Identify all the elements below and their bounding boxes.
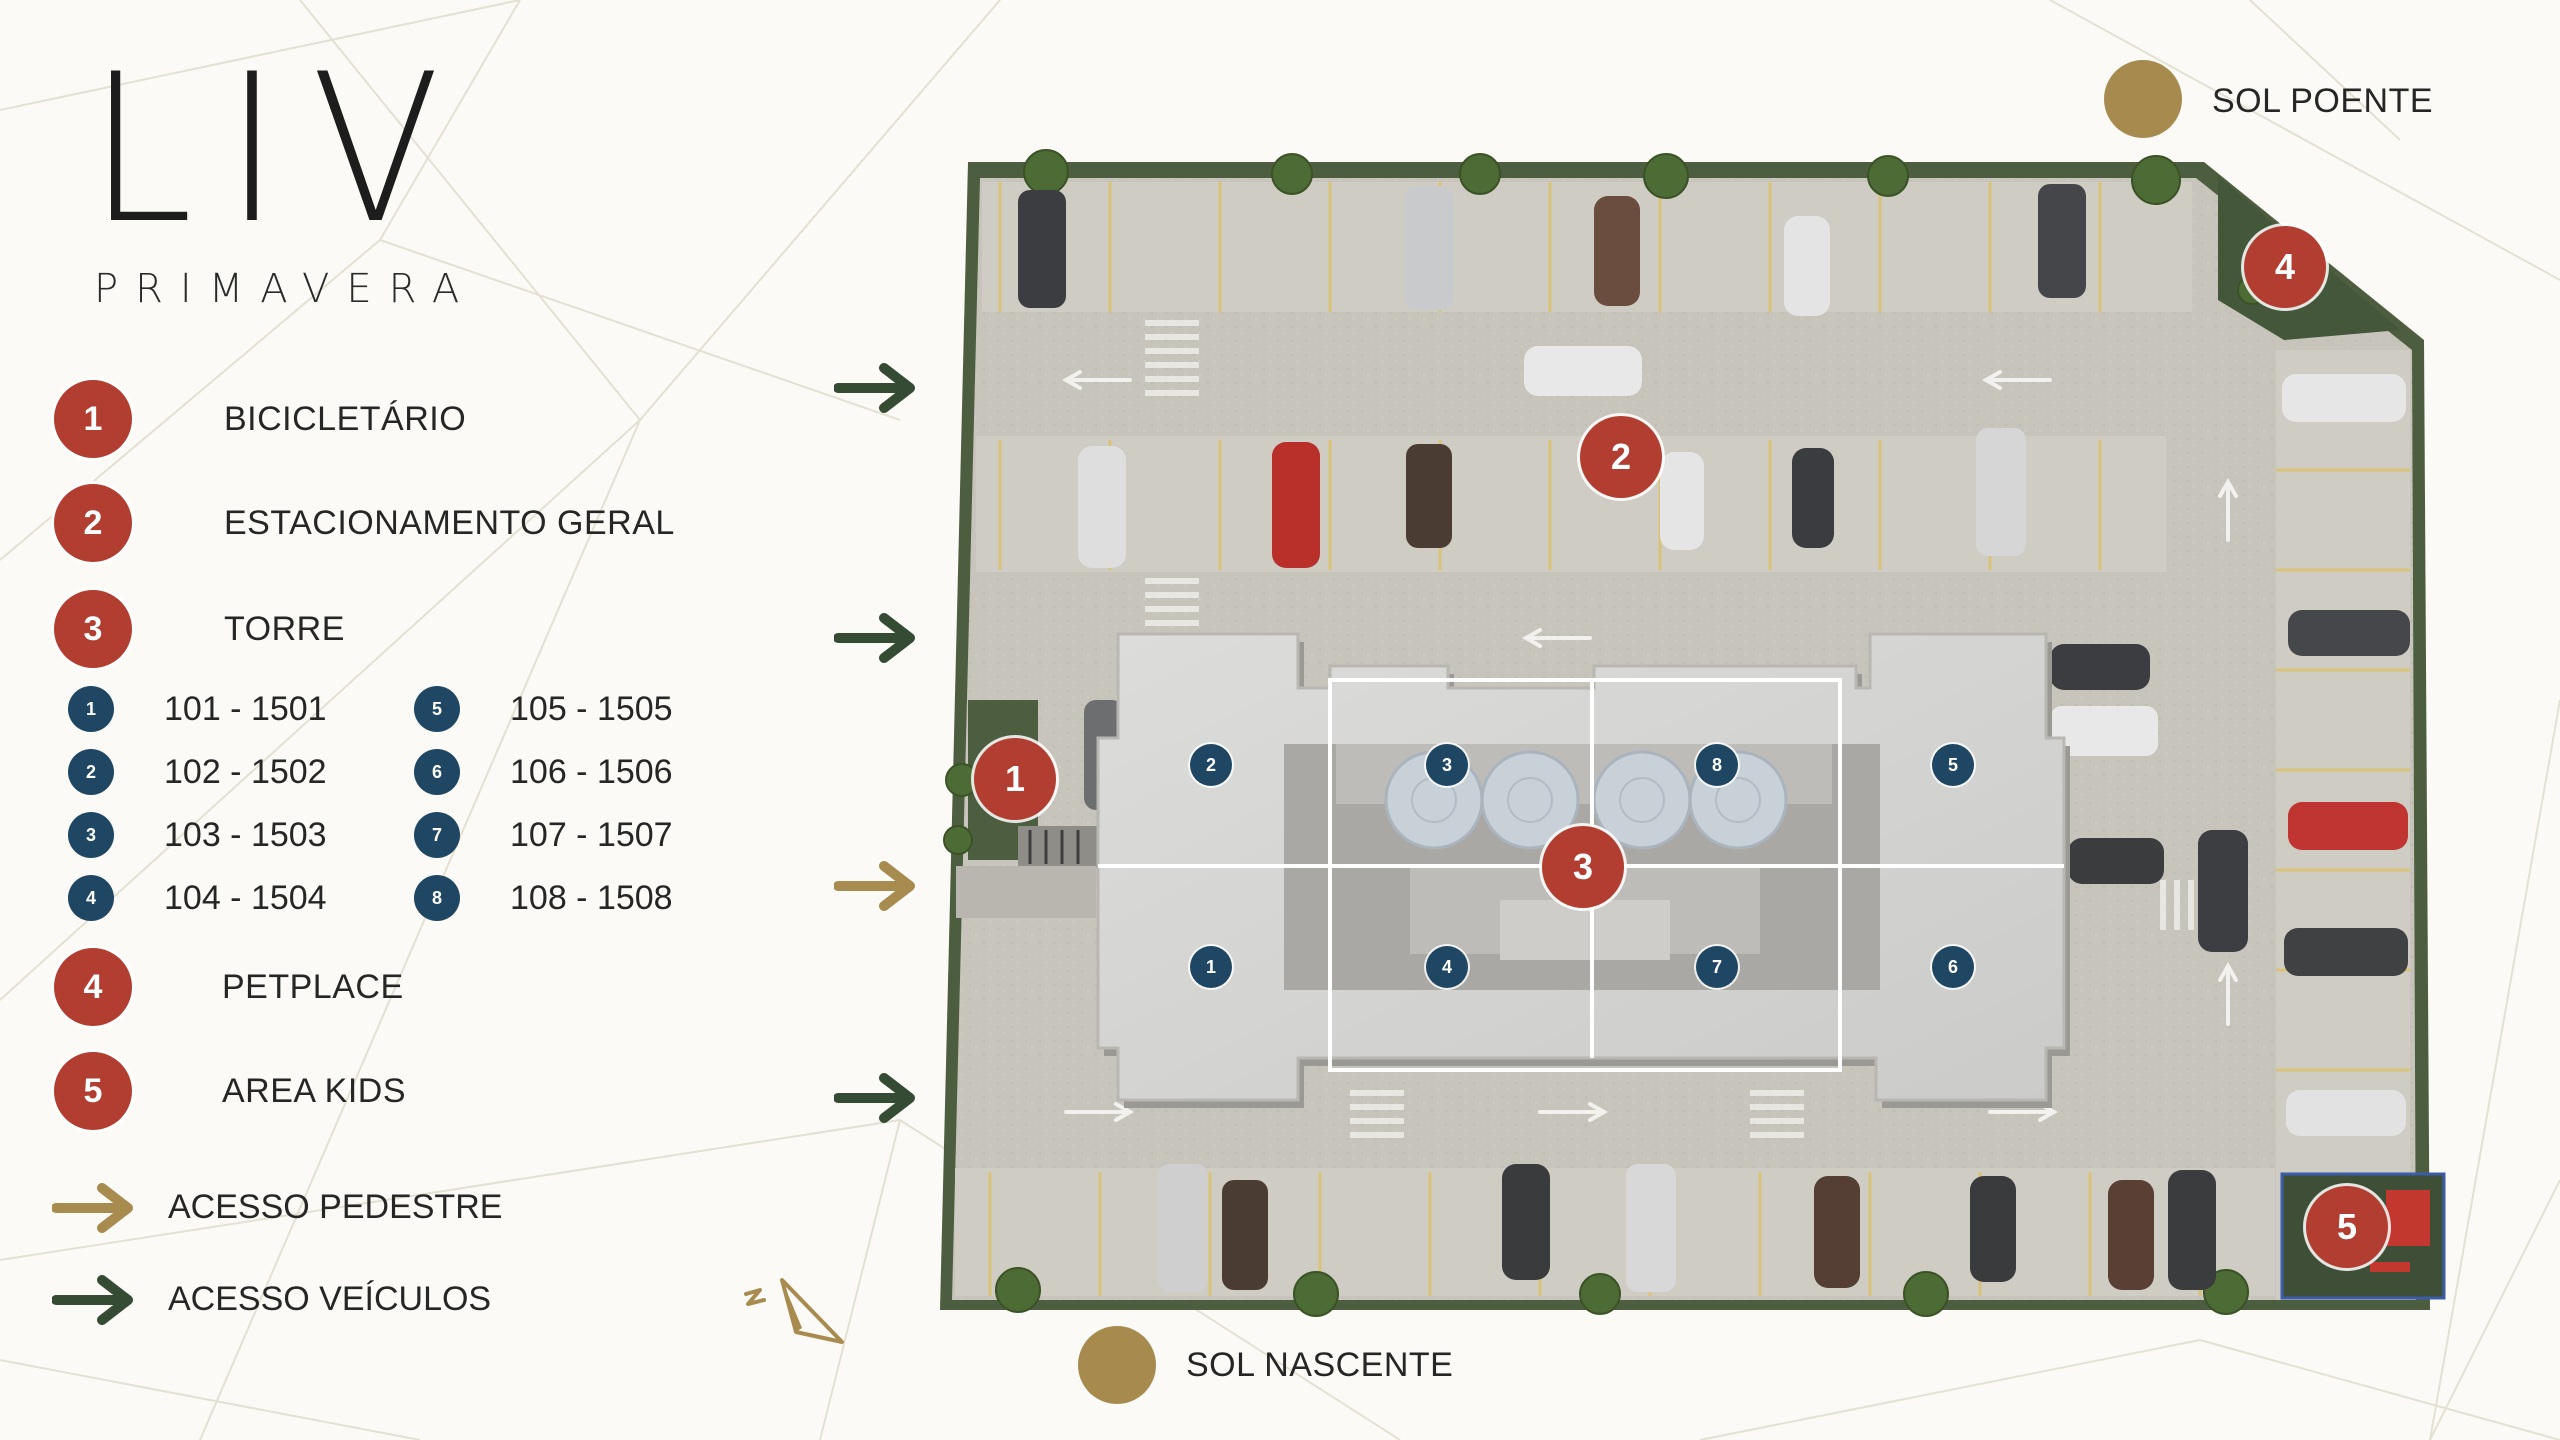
plan-unit-6: 6: [1932, 946, 1974, 988]
unit-label: 103 - 1503: [164, 815, 327, 854]
unit-badge: 8: [414, 875, 460, 921]
trees: [943, 149, 2267, 1317]
sun-west-label: SOL POENTE: [2212, 82, 2434, 120]
legend-item-torre: 3 TORRE: [54, 590, 345, 668]
pedestrian-walkway: [956, 866, 1096, 918]
legend-unit-1: 1 101 - 1501: [68, 686, 327, 732]
unit-label: 102 - 1502: [164, 752, 327, 791]
unit-label: 101 - 1501: [164, 689, 327, 728]
vehicle-access-arrow-bottom: [834, 1073, 915, 1123]
plan-unit-8: 8: [1696, 744, 1738, 786]
playground-structure: [2386, 1190, 2430, 1246]
unit-label: 106 - 1506: [510, 752, 673, 791]
compass-icon: [744, 1278, 844, 1344]
unit-label: 107 - 1507: [510, 815, 673, 854]
plan-badge-estacionamento: 2: [1580, 416, 1662, 498]
legend-item-area-kids: 5 AREA KIDS: [54, 1052, 406, 1130]
pedestrian-access-label: ACESSO PEDESTRE: [168, 1188, 503, 1226]
legend-item-estacionamento: 2 ESTACIONAMENTO GERAL: [54, 484, 675, 562]
unit-badge: 2: [68, 749, 114, 795]
unit-badge: 1: [68, 686, 114, 732]
legend-badge: 2: [54, 484, 132, 562]
pedestrian-arrow-icon: [52, 1183, 133, 1233]
playground-seesaw: [2370, 1262, 2410, 1272]
legend-unit-7: 7 107 - 1507: [414, 812, 673, 858]
legend-item-bicicletario: 1 BICICLETÁRIO: [54, 380, 466, 458]
legend-unit-2: 2 102 - 1502: [68, 749, 327, 795]
sun-east-label: SOL NASCENTE: [1186, 1346, 1454, 1384]
sun-east-icon: [1078, 1326, 1156, 1404]
plan-unit-4: 4: [1426, 946, 1468, 988]
legend-label: BICICLETÁRIO: [224, 399, 467, 438]
plan-badge-bicicletario: 1: [974, 738, 1056, 820]
plan-badge-area-kids: 5: [2306, 1186, 2388, 1268]
legend-badge: 1: [54, 380, 132, 458]
legend-unit-8: 8 108 - 1508: [414, 875, 673, 921]
legend-label: AREA KIDS: [222, 1071, 407, 1110]
legend-badge: 5: [54, 1052, 132, 1130]
vehicle-access-arrow-middle: [834, 613, 915, 663]
legend-item-petplace: 4 PETPLACE: [54, 948, 404, 1026]
bike-rack-lines: [1028, 830, 1080, 864]
plan-badge-petplace: 4: [2244, 226, 2326, 308]
plan-unit-5: 5: [1932, 744, 1974, 786]
plan-badge-torre: 3: [1542, 826, 1624, 908]
legend-label: TORRE: [224, 609, 345, 648]
unit-badge: 3: [68, 812, 114, 858]
unit-label: 108 - 1508: [510, 878, 673, 917]
unit-label: 104 - 1504: [164, 878, 327, 917]
unit-badge: 7: [414, 812, 460, 858]
vehicle-access-label: ACESSO VEÍCULOS: [168, 1280, 492, 1318]
legend-unit-4: 4 104 - 1504: [68, 875, 327, 921]
unit-badge: 4: [68, 875, 114, 921]
vehicle-access-arrow-top: [834, 363, 915, 413]
legend-badge: 4: [54, 948, 132, 1026]
legend-label: ESTACIONAMENTO GERAL: [224, 503, 675, 542]
vehicle-arrow-icon: [52, 1275, 133, 1325]
legend-unit-6: 6 106 - 1506: [414, 749, 673, 795]
plan-unit-2: 2: [1190, 744, 1232, 786]
plan-unit-3: 3: [1426, 744, 1468, 786]
lane-arrows: [1061, 370, 2238, 1122]
unit-label: 105 - 1505: [510, 689, 673, 728]
unit-badge: 6: [414, 749, 460, 795]
legend-badge: 3: [54, 590, 132, 668]
parked-cars: [1018, 184, 2410, 1292]
legend-unit-5: 5 105 - 1505: [414, 686, 673, 732]
unit-badge: 5: [414, 686, 460, 732]
plan-unit-1: 1: [1190, 946, 1232, 988]
pedestrian-access-arrow: [834, 861, 915, 911]
plan-unit-7: 7: [1696, 946, 1738, 988]
logo-subtitle: PRIMAVERA: [94, 266, 477, 312]
logo-title: LIV: [88, 31, 472, 269]
legend-unit-3: 3 103 - 1503: [68, 812, 327, 858]
sun-west-icon: [2104, 60, 2182, 138]
parking-lines: [988, 182, 2410, 1296]
legend-label: PETPLACE: [222, 967, 404, 1006]
